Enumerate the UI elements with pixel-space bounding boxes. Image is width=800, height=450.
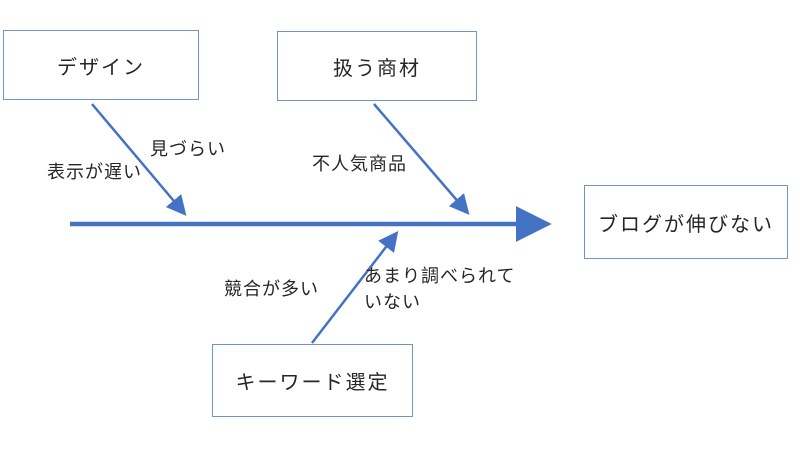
bone-keyword-line <box>311 231 399 344</box>
category-box-keyword-label: キーワード選定 <box>235 372 390 394</box>
bone-design-line <box>91 103 187 216</box>
category-box-design: デザイン <box>3 30 199 100</box>
category-box-products-label: 扱う商材 <box>333 57 421 80</box>
cause-label-unpopular-products: 不人気商品 <box>312 154 407 174</box>
category-box-design-label: デザイン <box>57 56 145 79</box>
cause-label-not-researched-line1: あまり調べられて <box>364 266 516 286</box>
cause-label-slow-display: 表示が遅い <box>47 162 142 182</box>
category-box-keyword: キーワード選定 <box>212 344 413 417</box>
effect-box-label: ブログが伸びない <box>598 213 774 236</box>
category-box-products: 扱う商材 <box>277 31 477 101</box>
cause-label-not-researched-line2: いない <box>364 292 421 312</box>
cause-label-not-researched: あまり調べられて いない <box>364 263 515 315</box>
effect-box: ブログが伸びない <box>584 185 788 259</box>
cause-label-hard-to-see: 見づらい <box>150 139 226 159</box>
cause-label-many-competitors: 競合が多い <box>224 279 319 299</box>
bone-products-line <box>373 103 470 215</box>
